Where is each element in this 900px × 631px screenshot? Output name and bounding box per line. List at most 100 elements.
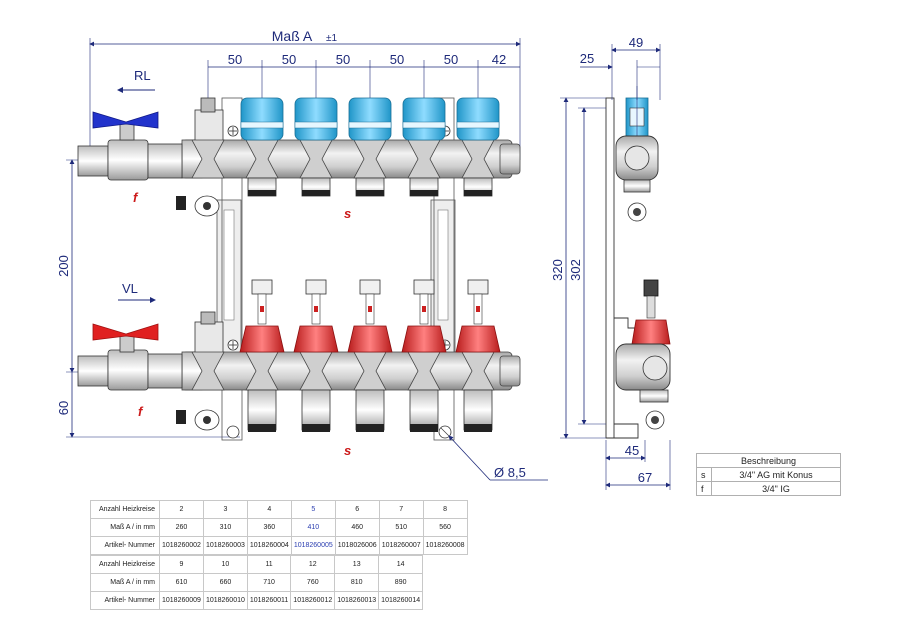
red-valve-cap-icon: [239, 325, 285, 353]
circuit-count: 3: [202, 500, 248, 519]
row-header-circuits: Anzahl Heizkreise: [90, 500, 160, 519]
dimension-hole: Ø 8,5: [448, 435, 548, 481]
side-45-label: 45: [625, 443, 639, 458]
row-header-mass: Maß A / in mm: [90, 573, 160, 592]
connector-nut: [464, 190, 492, 196]
heating-circuits: [191, 97, 501, 432]
row-header-circuits: Anzahl Heizkreise: [90, 555, 160, 574]
connector-nut: [410, 190, 438, 196]
ball-valve-return: [77, 111, 183, 181]
article-number: 1018260003: [202, 536, 248, 555]
side-25-label: 25: [580, 51, 594, 66]
side-302-label: 302: [568, 259, 583, 281]
spacing-label-1: 50: [228, 52, 242, 67]
dimension-mass-a: Maß A ±1: [89, 28, 521, 160]
cap-ring: [456, 121, 500, 129]
mass-value: 510: [378, 518, 424, 537]
mass-value: 660: [202, 573, 248, 592]
dimension-side-top: 25 49: [580, 35, 661, 100]
circuit-count: 8: [422, 500, 468, 519]
flow-meter-head: [467, 279, 489, 295]
article-number: 1018260002: [159, 536, 204, 555]
side-49-label: 49: [629, 35, 643, 50]
description-code: f: [696, 481, 712, 496]
hole-label: Ø 8,5: [494, 465, 526, 480]
connector-nut: [356, 190, 384, 196]
circuit-count: 4: [246, 500, 292, 519]
circuit-count: 5: [290, 500, 336, 519]
mass-a-tolerance: ±1: [326, 33, 337, 44]
side-67-label: 67: [638, 470, 652, 485]
connector-nut: [356, 424, 384, 432]
connector-nut: [464, 424, 492, 432]
flow-indicator-icon: [314, 306, 318, 312]
description-code: s: [696, 467, 712, 482]
row-header-article: Artikel- Nummer: [90, 536, 160, 555]
connector-nut: [302, 190, 330, 196]
blue-valve-cap-icon: [456, 97, 500, 141]
blue-valve-cap-icon: [348, 97, 392, 141]
flow-indicator-icon: [260, 306, 264, 312]
mass-value: 610: [159, 573, 204, 592]
article-number: 1018260009: [159, 591, 204, 610]
red-valve-cap-icon: [401, 325, 447, 353]
flow-meter-head: [413, 279, 435, 295]
mass-value: 460: [334, 518, 380, 537]
mass-value: 360: [246, 518, 292, 537]
mass-value: 310: [202, 518, 248, 537]
s-label-bottom: s: [344, 443, 351, 458]
circuit-count: 9: [159, 555, 204, 574]
dimension-side-vertical: 320 302: [550, 97, 606, 439]
connector-nut: [248, 190, 276, 196]
flow-meter-head: [359, 279, 381, 295]
flow-indicator-icon: [422, 306, 426, 312]
blue-valve-cap-icon: [240, 97, 284, 141]
description-title: Beschreibung: [696, 453, 841, 468]
mass-value: 760: [290, 573, 336, 592]
cap-ring: [402, 121, 446, 129]
flow-indicator-icon: [476, 306, 480, 312]
row-header-mass: Maß A / in mm: [90, 518, 160, 537]
flow-meter-head: [305, 279, 327, 295]
outlet-body: [191, 139, 225, 179]
cap-ring: [348, 121, 392, 129]
circuit-count: 7: [378, 500, 424, 519]
article-number: 1018260014: [378, 591, 424, 610]
red-valve-cap-icon: [293, 325, 339, 353]
row-header-article: Artikel- Nummer: [90, 591, 160, 610]
vl-label: VL: [122, 281, 138, 296]
ball-valve-flow: [77, 323, 183, 391]
side-view: [605, 86, 671, 439]
article-number: 1018260011: [246, 591, 292, 610]
mass-value: 560: [422, 518, 468, 537]
circuit-count: 11: [246, 555, 292, 574]
article-number: 1018260004: [246, 536, 292, 555]
cap-ring: [294, 121, 338, 129]
circuit-count: 12: [290, 555, 336, 574]
drain-valve-top: [176, 195, 220, 217]
f-label-bottom: f: [138, 404, 144, 419]
mass-a-label: Maß A: [272, 28, 313, 44]
mass-value: 260: [159, 518, 204, 537]
spec-table-1: Anzahl Heizkreise 2 3 4 5 6 7 8 Maß A / …: [90, 500, 468, 555]
blue-valve-cap-icon: [402, 97, 446, 141]
outlet-connector: [463, 389, 493, 431]
article-number: 1018260010: [202, 591, 248, 610]
blue-handle-icon: [92, 111, 159, 129]
outlet-connector: [301, 389, 331, 431]
dimension-spacings: 50 50 50 50 50 42: [207, 52, 520, 100]
circuit-count: 6: [334, 500, 380, 519]
outlet-connector: [409, 389, 439, 431]
s-label-top: s: [344, 206, 351, 221]
description-table: Beschreibung s 3/4" AG mit Konus f 3/4" …: [696, 453, 841, 496]
f-label-top: f: [133, 190, 139, 205]
article-number: 1018260007: [378, 536, 424, 555]
mass-value: 410: [290, 518, 336, 537]
spec-table-2: Anzahl Heizkreise 9 10 11 12 13 14 Maß A…: [90, 555, 424, 610]
article-number: 1018260012: [290, 591, 336, 610]
connector-nut: [248, 424, 276, 432]
spacing-label-3: 50: [336, 52, 350, 67]
rl-label: RL: [134, 68, 151, 83]
cap-ring: [240, 121, 284, 129]
